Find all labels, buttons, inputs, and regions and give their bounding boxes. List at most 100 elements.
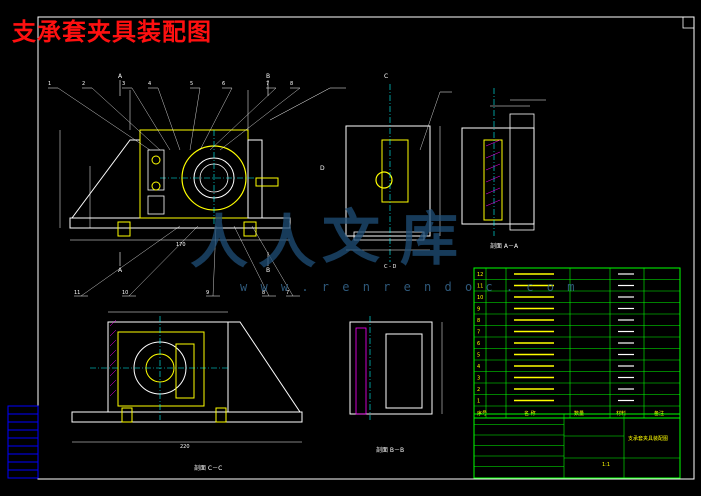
bom-row-no: 10 [477, 295, 483, 301]
watermark-char-2: 人 [258, 208, 317, 276]
callout-number: 7 [286, 290, 289, 296]
callout-number: 1 [48, 81, 51, 87]
front-clamp-bolt-2 [147, 195, 165, 215]
left-strip-cell [7, 413, 39, 423]
leader-line [269, 87, 331, 121]
hatch-line [485, 163, 501, 171]
dim-value: 220 [180, 444, 190, 450]
bom-row-no: 8 [477, 318, 480, 324]
leader-line [209, 87, 277, 151]
hatch-line [109, 389, 117, 397]
title-block [473, 413, 681, 479]
hatch-line [485, 139, 501, 147]
hatch-line [109, 379, 117, 387]
leader-line [199, 87, 233, 151]
hatch-line [109, 319, 117, 327]
leader-line [219, 87, 301, 151]
hatch-line [485, 151, 501, 159]
aa-body [461, 127, 535, 225]
side-knob [375, 171, 393, 189]
section-mark-c-top: C [384, 73, 388, 80]
front-foot-left [117, 221, 131, 237]
bb-wall-hatch [355, 327, 367, 415]
cc-foot-l [121, 407, 133, 423]
watermark-char-3: 文 [322, 203, 381, 271]
page-title: 支承套夹具装配图 [12, 18, 212, 46]
section-mark-a-bot: A [118, 267, 123, 274]
front-handle [255, 177, 279, 187]
section-label-bb: 剖面 B－B [376, 446, 404, 454]
callout-number: 5 [190, 81, 193, 87]
hatch-line [485, 187, 501, 195]
leader-line [157, 87, 181, 151]
leader-line [91, 87, 161, 151]
leader-line [419, 91, 441, 151]
hatch-line [109, 369, 117, 377]
watermark-char-1: 人 [190, 208, 249, 276]
front-rib [71, 139, 141, 219]
side-body [345, 125, 431, 237]
section-mark-d: D [320, 165, 325, 172]
section-mark-a-top: A [118, 73, 123, 80]
cc-body [107, 321, 229, 413]
leader-line [80, 225, 181, 297]
callout-number: 7 [266, 81, 269, 87]
hatch-line [109, 359, 117, 367]
front-screw-head [151, 155, 161, 165]
cc-rib [227, 321, 301, 413]
left-strip-cell [7, 461, 39, 471]
leader-line [128, 225, 199, 297]
corner-mark [682, 16, 695, 29]
front-foot-right [243, 221, 257, 237]
section-mark-b-top: B [266, 73, 270, 80]
hatch-line [109, 339, 117, 347]
left-strip-cell [7, 421, 39, 431]
front-base-plate [69, 217, 291, 229]
callout-number: 3 [122, 81, 125, 87]
callout-number: 2 [82, 81, 85, 87]
side-base [353, 231, 425, 241]
bom-row-no: 5 [477, 353, 480, 359]
leader-line [131, 87, 171, 151]
hatch-line [485, 199, 501, 207]
left-strip-cell [7, 469, 39, 479]
side-slot [381, 139, 409, 203]
front-upright [247, 139, 263, 219]
hatch-line [485, 175, 501, 183]
bom-row-no: 7 [477, 330, 480, 336]
bom-row-no: 9 [477, 307, 480, 313]
section-label-aa: 剖面 A－A [490, 242, 519, 250]
front-screw-head-2 [151, 181, 161, 191]
cc-inner [117, 331, 205, 407]
dim-value: 170 [176, 242, 186, 248]
watermark-char-4: 库 [400, 205, 459, 273]
callout-number: 6 [222, 81, 225, 87]
bom-row-no: 11 [477, 284, 483, 290]
bom-row-no: 4 [477, 364, 480, 370]
title-block-name: 支承套夹具装配图 [628, 435, 668, 442]
section-mark-cd: C - D [384, 264, 396, 270]
leader-line [57, 87, 151, 151]
bom-row-no: 1 [477, 399, 480, 405]
bb-cavity [385, 333, 423, 409]
watermark-url: w w w . r e n r e n d o c . c o m [240, 280, 578, 294]
left-strip-cell [7, 429, 39, 439]
aa-wall [509, 113, 535, 231]
title-block-scale: 1:1 [602, 462, 610, 468]
callout-number: 11 [74, 290, 80, 296]
bom-row-no: 3 [477, 376, 480, 382]
bom-row-no: 6 [477, 341, 480, 347]
bom-table [473, 267, 681, 419]
leader-line [251, 225, 294, 297]
hatch-line [109, 329, 117, 337]
section-label-cc: 剖面 C－C [194, 464, 222, 472]
left-strip-cell [7, 445, 39, 455]
callout-number: 8 [290, 81, 293, 87]
leader-line [212, 225, 217, 297]
left-strip-cell [7, 405, 39, 415]
cc-foot-r [215, 407, 227, 423]
hatch-line [109, 349, 117, 357]
outer-frame [37, 16, 695, 480]
